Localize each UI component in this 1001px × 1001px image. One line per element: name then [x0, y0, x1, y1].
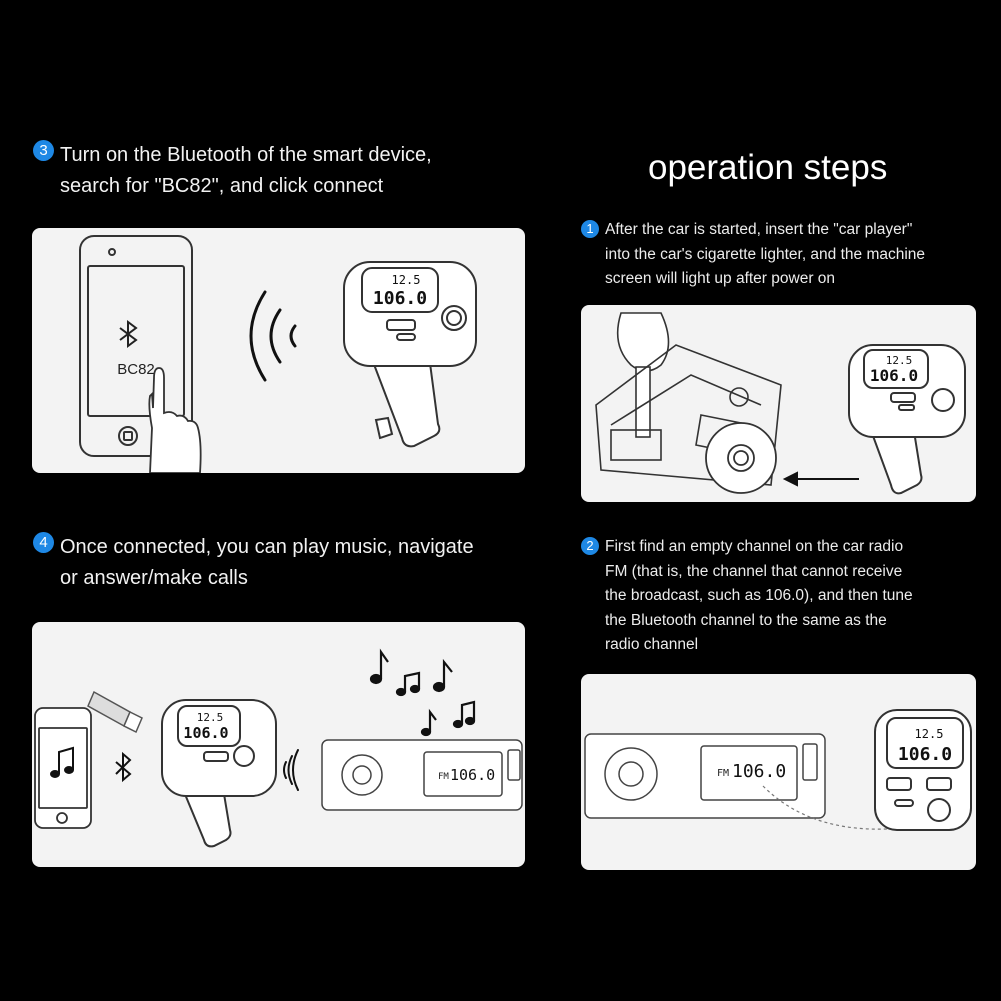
smartphone	[34, 707, 92, 829]
step-3-badge: 3	[33, 140, 54, 161]
step-3-text: Turn on the Bluetooth of the smart devic…	[60, 140, 432, 202]
device-main-display: 106.0	[870, 366, 918, 385]
car-radio-unit	[321, 739, 523, 811]
bluetooth-icon	[119, 320, 138, 348]
step-4: 4 Once connected, you can play music, na…	[33, 532, 474, 594]
device-main-display: 106.0	[183, 724, 228, 742]
radio-waves-icon	[249, 290, 297, 382]
cigarette-socket-zoom	[705, 422, 777, 494]
device-top-display: 12.5	[392, 273, 421, 287]
step-2-text: First find an empty channel on the car r…	[605, 535, 913, 658]
radio-frequency-display: 106.0	[450, 766, 495, 784]
step-1: 1 After the car is started, insert the "…	[581, 218, 925, 292]
step-2-line-1: First find an empty channel on the car r…	[605, 538, 904, 555]
step-4-line-2: or answer/make calls	[60, 567, 248, 589]
signal-link-line	[762, 785, 932, 830]
car-charger-device	[848, 344, 966, 495]
step-4-illustration: 12.5 106.0 FM 106.0	[32, 622, 525, 867]
device-main-display: 106.0	[898, 744, 952, 765]
page-title: operation steps	[648, 148, 888, 187]
step-1-line-3: screen will light up after power on	[605, 270, 836, 287]
finger-tap-icon	[148, 367, 202, 473]
step-3-drawing: BC82 12.5 106.0	[79, 235, 477, 473]
bluetooth-icon	[115, 751, 132, 783]
step-3-illustration: BC82 12.5 106.0	[32, 228, 525, 473]
step-3-line-2: search for "BC82", and click connect	[60, 175, 384, 197]
step-2-illustration: FM 106.0 12.5 106.0	[581, 674, 976, 870]
step-2-line-2: FM (that is, the channel that cannot rec…	[605, 562, 903, 580]
step-4-badge: 4	[33, 532, 54, 553]
phone-device-name: BC82	[117, 361, 155, 378]
smartphone	[79, 235, 193, 457]
step-1-line-1: After the car is started, insert the "ca…	[605, 221, 913, 238]
car-charger-device	[874, 709, 972, 831]
step-2-badge: 2	[581, 537, 599, 555]
car-charger-device	[343, 261, 477, 448]
step-4-line-1: Once connected, you can play music, navi…	[60, 536, 474, 558]
step-2-line-3: the broadcast, such as 106.0), and then …	[605, 587, 913, 604]
music-note-icon	[50, 746, 74, 778]
step-2-line-4: the Bluetooth channel to the same as the	[605, 611, 887, 629]
step-2: 2 First find an empty channel on the car…	[581, 535, 913, 658]
step-1-illustration: 12.5 106.0	[581, 305, 976, 502]
step-2-drawing: FM 106.0 12.5 106.0	[584, 709, 972, 831]
car-console	[595, 312, 782, 486]
radio-band-label: FM	[717, 768, 729, 779]
step-1-line-2: into the car's cigarette lighter, and th…	[605, 245, 926, 263]
step-1-text: After the car is started, insert the "ca…	[605, 218, 925, 292]
device-main-display: 106.0	[373, 288, 427, 309]
device-top-display: 12.5	[886, 354, 913, 367]
device-top-display: 12.5	[915, 727, 944, 741]
usb-dongle	[87, 690, 143, 734]
radio-frequency-display: 106.0	[732, 761, 786, 782]
car-radio-unit	[584, 733, 826, 819]
step-4-text: Once connected, you can play music, navi…	[60, 532, 474, 594]
radio-waves-icon	[283, 749, 299, 791]
music-note-icon	[369, 648, 476, 737]
step-4-drawing: 12.5 106.0 FM 106.0	[34, 648, 523, 848]
insert-arrow	[782, 471, 859, 487]
step-1-badge: 1	[581, 220, 599, 238]
step-3: 3 Turn on the Bluetooth of the smart dev…	[33, 140, 432, 202]
step-2-line-5: radio channel	[605, 636, 699, 653]
car-charger-device	[161, 699, 277, 848]
radio-band-label: FM	[438, 772, 449, 782]
device-top-display: 12.5	[197, 711, 224, 724]
step-1-drawing: 12.5 106.0	[595, 312, 966, 495]
step-3-line-1: Turn on the Bluetooth of the smart devic…	[60, 144, 432, 166]
